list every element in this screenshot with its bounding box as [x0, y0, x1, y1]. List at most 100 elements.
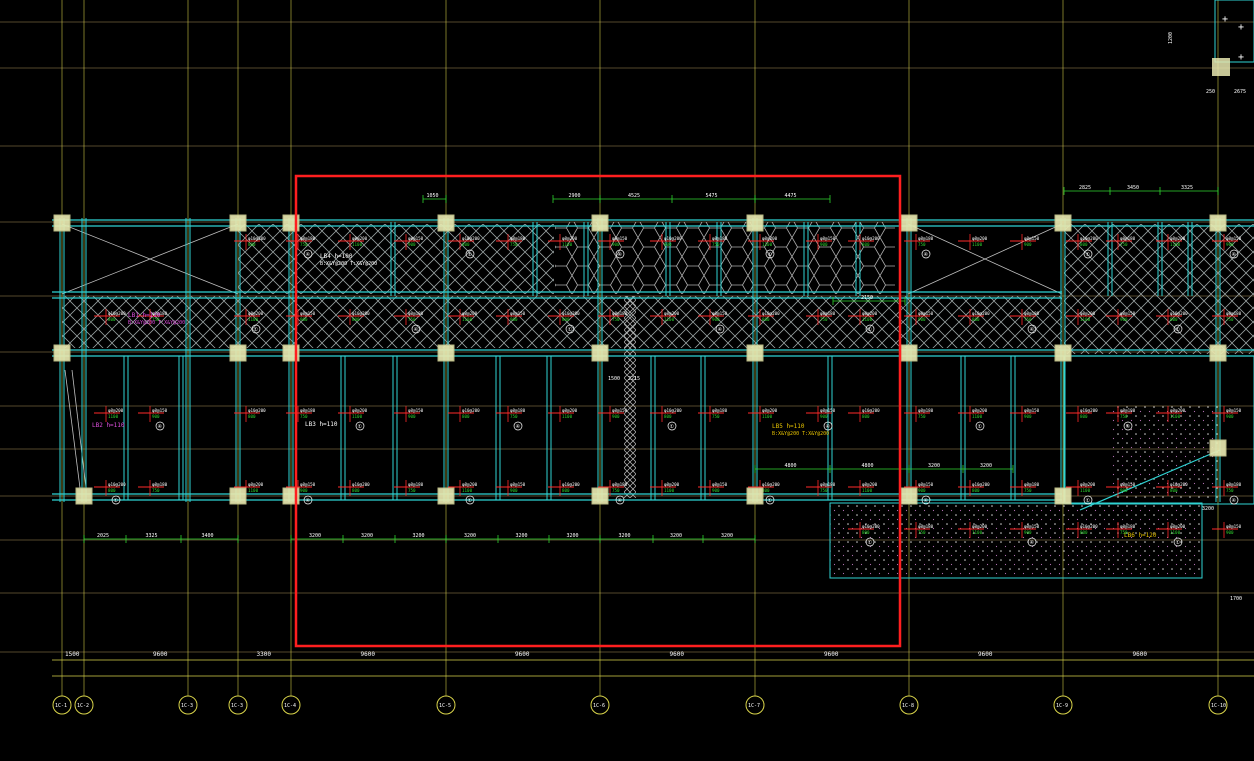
rebar-text: φ10@200: [562, 311, 580, 316]
rebar-length-text: 900: [1024, 242, 1032, 247]
slab-label-lb1: LB1 h=110: [128, 312, 161, 319]
column-marker[interactable]: [591, 344, 609, 362]
rebar-text: φ8@150: [510, 482, 526, 487]
axis-bubble[interactable]: [228, 695, 248, 715]
rebar-length-text: 1100: [248, 488, 259, 493]
column-marker[interactable]: [746, 214, 764, 232]
rebar-length-text: 750: [820, 488, 828, 493]
column-marker[interactable]: [900, 487, 918, 505]
rebar-text: φ8@150: [408, 236, 424, 241]
slab-tag-text: ①: [568, 327, 573, 333]
dim-misc-text: 3200: [1202, 506, 1214, 512]
column-marker[interactable]: [1054, 487, 1072, 505]
rebar-length-text: 1100: [972, 242, 983, 247]
slab-tag-circle: [765, 495, 775, 505]
column-marker[interactable]: [437, 214, 455, 232]
rebar-length-text: 750: [408, 488, 416, 493]
rebar-text: φ10@200: [862, 408, 880, 413]
axis-bubble[interactable]: [436, 695, 456, 715]
rebar-length-text: 750: [1024, 317, 1032, 322]
rebar-text: φ8@200: [972, 236, 988, 241]
rebar-text: φ8@200: [1170, 236, 1186, 241]
column-marker[interactable]: [746, 487, 764, 505]
selection-rectangle[interactable]: [294, 174, 902, 648]
column-marker[interactable]: [1054, 344, 1072, 362]
column-marker[interactable]: [900, 344, 918, 362]
column-marker[interactable]: [53, 344, 71, 362]
rebar-text: φ10@200: [352, 482, 370, 487]
column-marker[interactable]: [1209, 344, 1227, 362]
rebar-text: φ8@200: [248, 482, 264, 487]
axis-bubble[interactable]: [745, 695, 765, 715]
rebar-length-text: 800: [862, 414, 870, 419]
stair-outline: [1063, 355, 1254, 505]
rebar-text: φ8@150: [820, 236, 836, 241]
column-marker[interactable]: [437, 344, 455, 362]
rebar-text: φ8@200: [664, 311, 680, 316]
rebar-text: φ8@200: [1170, 408, 1186, 413]
rebar-text: φ8@180: [1024, 311, 1040, 316]
column-marker[interactable]: [75, 487, 93, 505]
rebar-length-text: 1100: [862, 488, 873, 493]
dim-top-middle-text: 2900: [569, 193, 581, 199]
rebar-length-text: 750: [612, 317, 620, 322]
stair-ramp: [1079, 449, 1221, 511]
slab-label-lb4: LB4 h=100: [320, 253, 353, 260]
axis-bubble[interactable]: [52, 695, 72, 715]
slab-tag-circle: [1027, 537, 1037, 547]
dim-lower-left-text: 3325: [146, 533, 158, 539]
column-marker[interactable]: [437, 487, 455, 505]
axis-bubble[interactable]: [281, 695, 301, 715]
rebar-text: φ8@150: [510, 311, 526, 316]
rebar-length-text: 900: [300, 488, 308, 493]
slab-tag-circle: [865, 537, 875, 547]
slab-tag-text: ④: [718, 327, 723, 333]
rebar-text: φ8@150: [612, 236, 628, 241]
column-marker[interactable]: [229, 214, 247, 232]
rebar-length-text: 750: [712, 242, 720, 247]
axis-bubble[interactable]: [590, 695, 610, 715]
rebar-text: φ10@200: [762, 311, 780, 316]
slab-tag-circle: [355, 421, 365, 431]
rebar-length-text: 900: [918, 317, 926, 322]
axis-bubble[interactable]: [74, 695, 94, 715]
axis-bubble[interactable]: [1053, 695, 1073, 715]
column-marker[interactable]: [591, 214, 609, 232]
rebar-length-text: 800: [972, 317, 980, 322]
columns[interactable]: [53, 214, 1227, 505]
rebar-length-text: 800: [352, 317, 360, 322]
axis-bubble[interactable]: [178, 695, 198, 715]
column-marker[interactable]: [591, 487, 609, 505]
slab-tag-circle: [303, 495, 313, 505]
rebar-text: φ10@200: [1170, 311, 1188, 316]
rebar-length-text: 900: [1226, 414, 1234, 419]
column-marker[interactable]: [900, 214, 918, 232]
slab-tag-text: ④: [924, 252, 929, 258]
column-marker[interactable]: [53, 214, 71, 232]
column-marker[interactable]: [746, 344, 764, 362]
rebar-text: φ8@200: [1080, 311, 1096, 316]
rebar-annotations: φ10@200800φ8@180750④φ8@2001100φ8@150900φ…: [94, 234, 1242, 547]
dim-top-middle-text: 4475: [785, 193, 797, 199]
rebar-length-text: 750: [1024, 488, 1032, 493]
slab-tag-text: ①: [254, 327, 259, 333]
column-marker[interactable]: [1209, 214, 1227, 232]
column-marker[interactable]: [229, 487, 247, 505]
rebar-text: φ10@200: [862, 236, 880, 241]
column-marker[interactable]: [1209, 439, 1227, 457]
rebar-length-text: 800: [1080, 530, 1088, 535]
axis-bubble[interactable]: [899, 695, 919, 715]
rebar-text: φ10@200: [1080, 236, 1098, 241]
column-marker[interactable]: [1054, 214, 1072, 232]
rebar-text: φ8@150: [918, 311, 934, 316]
rebar-length-text: 800: [862, 530, 870, 535]
rebar-length-text: 900: [712, 488, 720, 493]
rebar-length-text: 800: [1080, 242, 1088, 247]
axis-bubble[interactable]: [1208, 695, 1228, 715]
rebar-text: φ8@150: [1024, 236, 1040, 241]
column-marker[interactable]: [229, 344, 247, 362]
